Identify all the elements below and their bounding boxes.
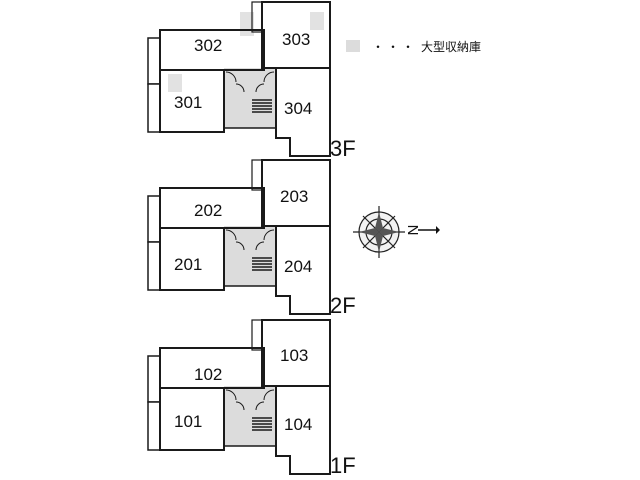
compass-north-label: N [404, 225, 421, 236]
floor-2f-walls [147, 159, 331, 315]
common-corridor [224, 226, 276, 286]
floor-plan-1f: 102 103 101 104 1F [140, 319, 400, 477]
unit-204-label: 204 [284, 257, 313, 276]
floor-label-3f: 3F [330, 136, 356, 161]
compass-rose-icon: N [353, 206, 440, 258]
unit-202-label: 202 [194, 201, 223, 220]
shaft-walls [251, 319, 263, 351]
unit-304-label: 304 [284, 99, 313, 118]
door-swing-icon [235, 401, 245, 411]
door-swing-icon [225, 71, 237, 83]
unit-102-label: 102 [194, 365, 223, 384]
storage-area [168, 74, 182, 92]
door-swing-icon [225, 389, 237, 401]
balcony-upper [147, 195, 161, 243]
stairs-icon [252, 257, 272, 271]
door-swing-icon [235, 83, 245, 93]
balcony-lower [147, 83, 161, 133]
unit-301-label: 301 [174, 93, 203, 112]
shaft-walls [251, 1, 263, 33]
unit-203-label: 203 [280, 187, 309, 206]
floor-plan-2f: 202 203 201 204 2F [140, 159, 400, 317]
unit-bottom-right-walls [275, 67, 331, 157]
legend: ・・・ 大型収納庫 [346, 37, 481, 55]
unit-bottom-right-walls [275, 385, 331, 475]
unit-bottom-left-walls [159, 69, 225, 133]
unit-103-label: 103 [280, 346, 309, 365]
unit-101-label: 101 [174, 412, 203, 431]
legend-dots: ・・・ [372, 39, 418, 54]
balcony-upper [147, 355, 161, 403]
unit-bottom-right-walls [275, 225, 331, 315]
door-swing-icon [225, 229, 237, 241]
floor-label-2f: 2F [330, 293, 356, 318]
stairs-icon [252, 417, 272, 431]
common-corridor [224, 68, 276, 128]
unit-303-label: 303 [282, 30, 311, 49]
stairs-icon [252, 99, 272, 113]
door-swing-icon [255, 401, 265, 411]
common-corridor [224, 386, 276, 446]
balcony-lower [147, 401, 161, 451]
door-swing-icon [235, 241, 245, 251]
balcony-lower [147, 241, 161, 291]
storage-area [310, 12, 324, 30]
unit-104-label: 104 [284, 415, 313, 434]
door-swing-icon [263, 71, 275, 83]
door-swing-icon [263, 229, 275, 241]
legend-text: 大型収納庫 [421, 39, 482, 54]
door-swing-icon [255, 83, 265, 93]
floor-plan-3f: 302 303 301 304 3F [140, 1, 400, 160]
door-swing-icon [255, 241, 265, 251]
unit-201-label: 201 [174, 255, 203, 274]
shaft-walls [251, 159, 263, 191]
door-swing-icon [263, 389, 275, 401]
balcony-upper [147, 37, 161, 85]
floor-label-1f: 1F [330, 453, 356, 478]
unit-bottom-left-walls [159, 227, 225, 291]
floor-3f-walls [147, 1, 331, 157]
storage-swatch-icon [346, 40, 360, 52]
unit-302-label: 302 [194, 36, 223, 55]
floor-1f-walls [147, 319, 331, 475]
unit-bottom-left-walls [159, 387, 225, 451]
